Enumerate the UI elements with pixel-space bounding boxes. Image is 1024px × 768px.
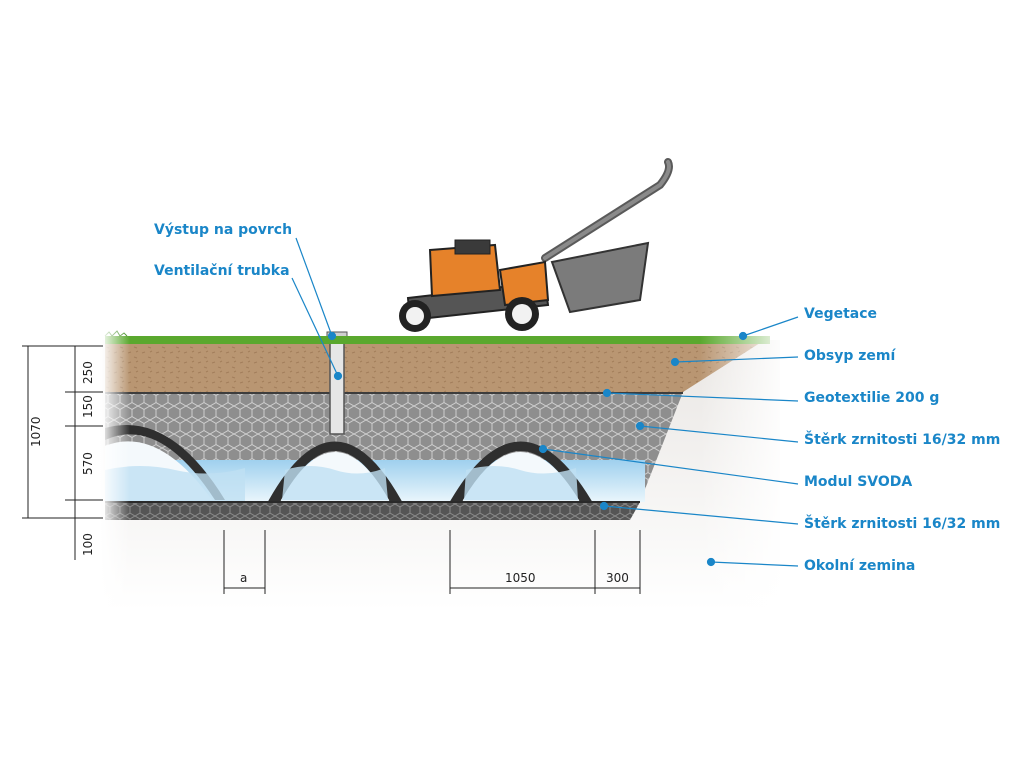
dim-spacing: a <box>240 571 247 585</box>
leader-lines <box>291 237 799 567</box>
dim-edge: 300 <box>606 571 629 585</box>
label-gravel-upper: Štěrk zrnitosti 16/32 mm <box>804 432 1001 448</box>
label-gravel-lower: Štěrk zrnitosti 16/32 mm <box>804 516 1001 532</box>
label-module: Modul SVODA <box>804 474 913 490</box>
label-backfill: Obsyp zemí <box>804 348 896 364</box>
ventilation-pipe <box>329 333 345 435</box>
label-soil: Okolní zemina <box>804 558 916 574</box>
label-vegetation: Vegetace <box>804 306 878 322</box>
dim-total: 1070 <box>29 416 43 447</box>
dim-geotextile-gap: 150 <box>81 395 95 418</box>
dim-module-width: 1050 <box>505 571 536 585</box>
grass-layer <box>105 336 770 344</box>
topsoil-layer <box>105 343 760 392</box>
dim-module-height: 570 <box>81 452 95 475</box>
label-outlet: Výstup na povrch <box>154 222 293 238</box>
dim-topsoil: 250 <box>81 361 95 384</box>
module-arch-center <box>268 441 402 501</box>
horizontal-dimensions <box>223 530 641 594</box>
lower-gravel-layer <box>105 502 640 520</box>
label-vent-pipe: Ventilační trubka <box>154 263 290 279</box>
grass-catcher <box>550 241 650 314</box>
label-geotextile: Geotextilie 200 g <box>804 390 940 406</box>
dim-base: 100 <box>81 533 95 556</box>
svoda-modules <box>105 425 592 502</box>
lawn-mower-illustration <box>399 158 673 332</box>
vertical-dimensions <box>22 345 103 560</box>
module-arch-right <box>450 441 592 501</box>
